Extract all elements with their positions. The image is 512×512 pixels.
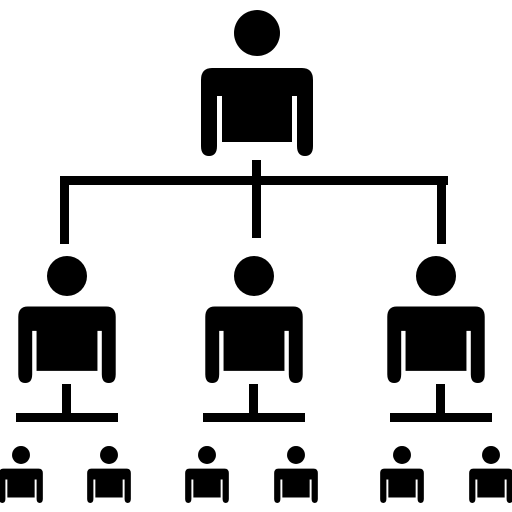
person-body (380, 468, 424, 503)
person-icon-top (201, 10, 313, 156)
person-head (46, 256, 88, 297)
connector-mid-stem-right (436, 384, 445, 414)
person-icon-bottom-2 (87, 446, 131, 503)
connector-drop-right (437, 176, 446, 244)
person-body (205, 306, 303, 384)
person-icon-bottom-6 (469, 446, 512, 503)
person-body (387, 306, 485, 384)
person-body (274, 468, 318, 503)
person-icon-bottom-3 (185, 446, 229, 503)
person-icon-bottom-1 (0, 446, 43, 503)
connector-level1-bar (60, 176, 448, 185)
person-icon-mid-right (387, 256, 485, 384)
connector-mid-stem-center (249, 384, 258, 414)
person-body (0, 468, 43, 503)
person-body (201, 68, 313, 156)
connector-lines (16, 160, 492, 422)
person-head (393, 446, 411, 464)
connector-mid-stem-left (62, 384, 71, 414)
connector-mid-bar-center (203, 413, 305, 422)
person-icon-mid-center (205, 256, 303, 384)
connector-mid-bar-left (16, 413, 118, 422)
connector-drop-left (60, 176, 69, 244)
person-icon-mid-left (18, 256, 116, 384)
person-body (469, 468, 512, 503)
person-body (185, 468, 229, 503)
connector-top-stem (252, 160, 261, 238)
connector-mid-bar-right (390, 413, 492, 422)
person-head (100, 446, 118, 464)
person-icon-bottom-4 (274, 446, 318, 503)
person-head (415, 256, 457, 297)
person-head (233, 256, 275, 297)
person-head (482, 446, 500, 464)
person-icon-bottom-5 (380, 446, 424, 503)
people-icons (0, 10, 512, 503)
person-head (287, 446, 305, 464)
person-body (18, 306, 116, 384)
person-head (12, 446, 30, 464)
person-head (198, 446, 216, 464)
person-head (234, 10, 280, 56)
person-body (87, 468, 131, 503)
